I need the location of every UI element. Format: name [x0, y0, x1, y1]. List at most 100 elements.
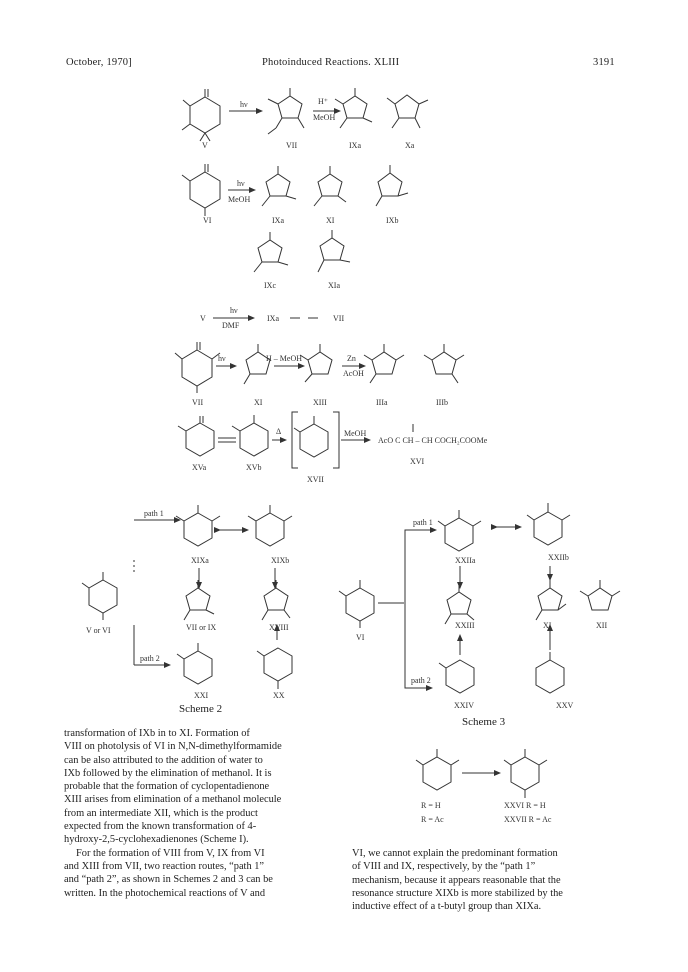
- small-right-label-1: XXVI R = H: [504, 801, 546, 810]
- product-XVI-formula: AcO C CH – CH COCH₂COOMe: [378, 436, 488, 445]
- arrow-label-hv-4: hν: [218, 354, 226, 363]
- structure-XVIII: [261, 580, 291, 621]
- text-line: IXb followed by the elimination of metha…: [64, 767, 272, 779]
- label-XVa: XVa: [192, 463, 207, 472]
- structure-XVa: [177, 416, 215, 457]
- arrow-label-hv: hν: [240, 100, 248, 109]
- label-XVII: XVII: [307, 475, 324, 484]
- text-line: expected from the known transformation o…: [64, 821, 257, 833]
- structure-IXa: [334, 88, 373, 129]
- text-line: resonance structure XIXb is more stabili…: [352, 887, 563, 899]
- scheme2-caption: Scheme 2: [179, 703, 223, 715]
- text-line: and XIII from VII, two reaction routes, …: [64, 860, 265, 872]
- structure-VII-or-IX: [183, 580, 215, 621]
- body-text-left-column: transformation of IXb in to XI. Formatio…: [64, 727, 336, 900]
- label-Xa: Xa: [405, 141, 415, 150]
- small-right-label-2: XXVII R = Ac: [504, 815, 552, 824]
- header-date: October, 1970]: [66, 57, 132, 68]
- arrow-label-methanol: MeOH: [313, 113, 335, 122]
- structure-XIXa: [175, 505, 221, 547]
- structure-VII: [267, 88, 305, 135]
- label-VII-or-IX: VII or IX: [186, 623, 216, 632]
- arrow-label-hv-2: hν: [237, 179, 245, 188]
- structure-XXIIa: [437, 510, 482, 552]
- label-XI-scheme3: XI: [543, 621, 552, 630]
- text-line: and “path 2”, as shown in Schemes 2 and …: [64, 874, 273, 886]
- text-line: hydroxy-2,5-cyclohexadienones (Scheme I)…: [64, 834, 249, 846]
- arrow-label-acid: H⁺: [318, 97, 328, 106]
- label-VII-2: VII: [192, 398, 203, 407]
- label-XXIIb: XXIIb: [548, 553, 569, 562]
- label-IIIa: IIIa: [376, 398, 388, 407]
- structure-XIXb: [247, 505, 293, 547]
- header-title: Photoinduced Reactions. XLIII: [262, 57, 400, 68]
- label-XXV: XXV: [556, 701, 574, 710]
- structure-XX: [256, 647, 293, 689]
- structure-XVII: [293, 416, 329, 458]
- structure-IIIb: [423, 344, 465, 384]
- text-line: written. In the photochemical reactions …: [64, 887, 266, 899]
- label-V-or-VI: V or VI: [86, 626, 111, 635]
- structure-IIIa: [363, 344, 405, 384]
- label-IXa: IXa: [349, 141, 361, 150]
- small-left-label-1: R = H: [421, 801, 441, 810]
- text-line: VI, we cannot explain the predominant fo…: [352, 848, 558, 859]
- bracket-right: [333, 411, 340, 469]
- structure-VI: [181, 164, 221, 216]
- text-line: transformation of IXb in to XI. Formatio…: [64, 728, 250, 739]
- label-IXb: IXb: [386, 216, 398, 225]
- arrow-label-h-methanol: H – MeOH: [266, 354, 302, 363]
- structure-XXIIb: [526, 503, 571, 546]
- arrow-label-methanol-2: MeOH: [228, 195, 250, 204]
- scheme3-caption: Scheme 3: [462, 716, 506, 728]
- row4-mid: IXa: [267, 314, 279, 323]
- scheme3-path1-label: path 1: [413, 518, 433, 527]
- structure-XXIV: [438, 659, 475, 694]
- arrow-label-methanol-3: MeOH: [344, 429, 366, 438]
- structure-XVb: [231, 415, 269, 457]
- scheme2-path2-label: path 2: [140, 654, 160, 663]
- structure-XI-scheme3: [535, 580, 567, 621]
- text-line: from an intermediate XII, which is the p…: [64, 807, 258, 819]
- label-XXIIa: XXIIa: [455, 556, 476, 565]
- structure-small-right: [503, 749, 548, 798]
- label-XIXa: XIXa: [191, 556, 209, 565]
- structure-VI-scheme3: [338, 580, 375, 628]
- label-XII: XII: [596, 621, 607, 630]
- label-VI-scheme3: VI: [356, 633, 365, 642]
- structure-XIa: [317, 230, 351, 273]
- structure-XXV: [535, 652, 565, 694]
- label-XIXb: XIXb: [271, 556, 289, 565]
- text-line: For the formation of VIII from V, IX fro…: [76, 847, 265, 859]
- structure-XIII: [299, 344, 333, 383]
- body-text-right-column: VI, we cannot explain the predominant fo…: [352, 847, 624, 913]
- label-IIIb: IIIb: [436, 398, 448, 407]
- text-line: XIII arises from elimination of a methan…: [64, 794, 282, 806]
- structure-small-left: [415, 749, 460, 791]
- label-VII: VII: [286, 141, 297, 150]
- label-XXIV: XXIV: [454, 701, 474, 710]
- structure-IXb: [375, 165, 409, 207]
- label-IXa-2: IXa: [272, 216, 284, 225]
- arrow-label-acetic-acid: AcOH: [343, 369, 364, 378]
- label-XXIII: XXIII: [455, 621, 475, 630]
- structure-XI-2: [243, 344, 271, 385]
- label-IXc: IXc: [264, 281, 276, 290]
- structure-Xa: [386, 94, 429, 129]
- arrow-label-hv-3: hν: [230, 306, 238, 315]
- structure-XI: [313, 166, 347, 207]
- label-XX: XX: [273, 691, 285, 700]
- text-line: inductive effect of a t-butyl group than…: [352, 901, 542, 913]
- structure-XXIII: [444, 584, 475, 625]
- arrow-label-heat: Δ: [276, 427, 281, 436]
- scheme3-path2-arrow: [404, 625, 433, 691]
- label-XI-2: XI: [254, 398, 263, 407]
- arrow-label-DMF: DMF: [222, 321, 240, 330]
- structure-IXa-2: [261, 166, 297, 207]
- label-VI: VI: [203, 216, 212, 225]
- label-XVI: XVI: [410, 457, 425, 466]
- text-line: probable that the formation of cyclopent…: [64, 781, 270, 793]
- text-line: of VIII and IX, respectively, by the “pa…: [352, 861, 536, 873]
- structure-XXI: [176, 643, 213, 685]
